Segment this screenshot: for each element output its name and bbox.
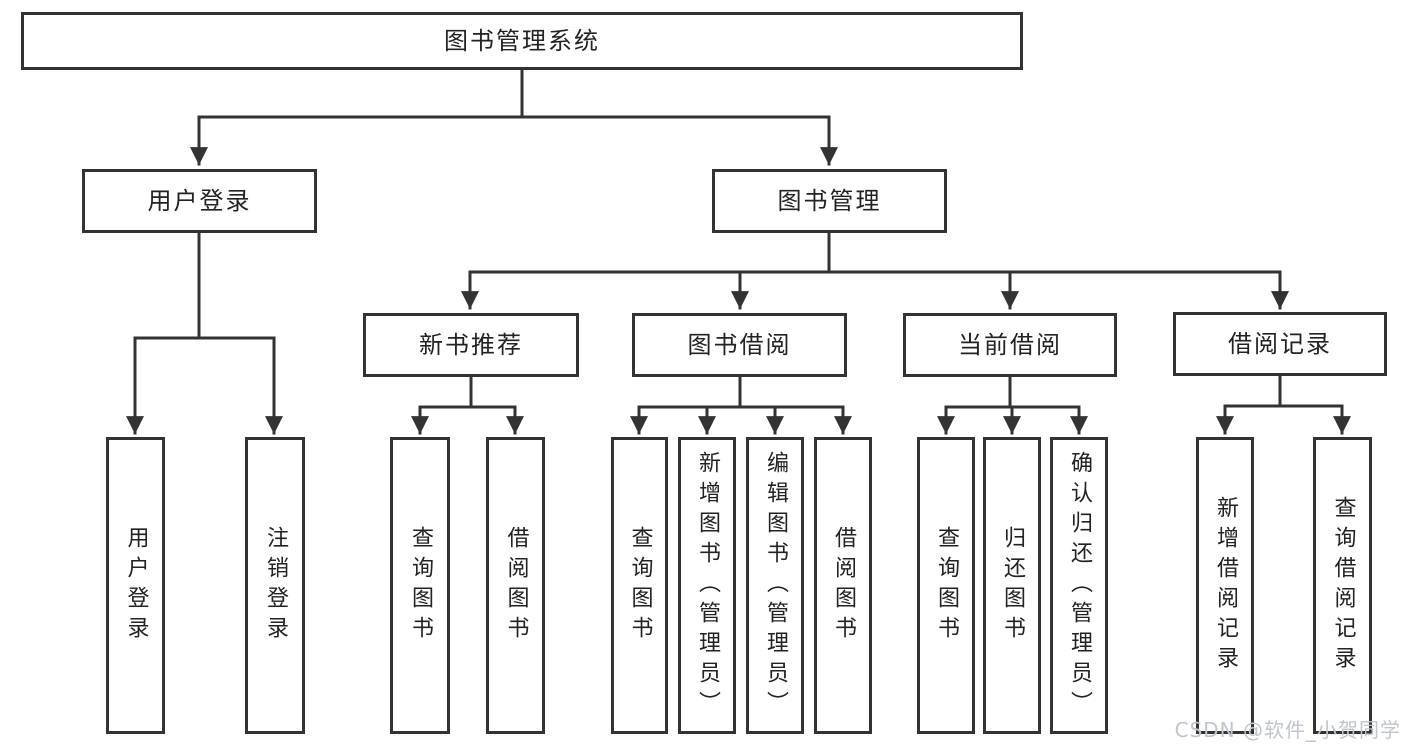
node-borrow-records: 借阅记录 [1173, 312, 1387, 376]
leaf-query-borrow-record-label: 查询借阅记录 [1330, 495, 1356, 676]
leaf-recommend-query-books-label: 查询图书 [408, 525, 433, 646]
leaf-edit-book-admin-label: 编辑图书（管理员） [763, 450, 788, 721]
leaf-logout-label: 注销登录 [263, 525, 288, 646]
leaf-confirm-return-admin: 确认归还（管理员） [1050, 437, 1108, 734]
leaf-current-query-books: 查询图书 [917, 437, 975, 734]
node-current-borrow-label: 当前借阅 [958, 330, 1062, 359]
leaf-query-borrow-record: 查询借阅记录 [1313, 437, 1372, 734]
leaf-edit-book-admin: 编辑图书（管理员） [746, 437, 804, 734]
leaf-recommend-query-books: 查询图书 [390, 437, 450, 734]
leaf-confirm-return-admin-label: 确认归还（管理员） [1067, 450, 1092, 721]
node-book-borrow-label: 图书借阅 [687, 330, 792, 359]
leaf-borrow-borrow-books: 借阅图书 [814, 437, 872, 734]
node-new-book-recommend: 新书推荐 [363, 313, 579, 377]
leaf-return-book: 归还图书 [983, 437, 1041, 734]
node-borrow-records-label: 借阅记录 [1228, 329, 1332, 358]
leaf-add-borrow-record: 新增借阅记录 [1196, 437, 1254, 734]
node-root: 图书管理系统 [21, 12, 1023, 70]
node-book-management: 图书管理 [712, 169, 947, 233]
watermark: CSDN @软件_小贺同学 [1174, 718, 1401, 742]
leaf-borrow-borrow-books-label: 借阅图书 [831, 525, 856, 646]
leaf-borrow-query-books-label: 查询图书 [627, 525, 653, 646]
leaf-recommend-borrow-books: 借阅图书 [486, 437, 545, 734]
leaf-return-book-label: 归还图书 [1000, 525, 1025, 646]
node-user-login-label: 用户登录 [147, 186, 252, 215]
leaf-logout: 注销登录 [245, 437, 305, 734]
node-user-login: 用户登录 [82, 169, 317, 233]
leaf-user-login-label: 用户登录 [123, 525, 149, 646]
leaf-user-login: 用户登录 [106, 437, 165, 734]
node-current-borrow: 当前借阅 [903, 313, 1117, 377]
leaf-current-query-books-label: 查询图书 [934, 525, 959, 646]
leaf-add-borrow-record-label: 新增借阅记录 [1213, 495, 1238, 676]
leaf-add-book-admin: 新增图书（管理员） [678, 437, 736, 734]
leaf-add-book-admin-label: 新增图书（管理员） [695, 450, 720, 721]
node-root-label: 图书管理系统 [444, 26, 600, 55]
leaf-borrow-query-books: 查询图书 [611, 437, 668, 734]
leaf-recommend-borrow-books-label: 借阅图书 [503, 525, 529, 646]
node-new-book-recommend-label: 新书推荐 [419, 330, 523, 359]
node-book-borrow: 图书借阅 [632, 313, 847, 377]
node-book-management-label: 图书管理 [777, 186, 882, 215]
